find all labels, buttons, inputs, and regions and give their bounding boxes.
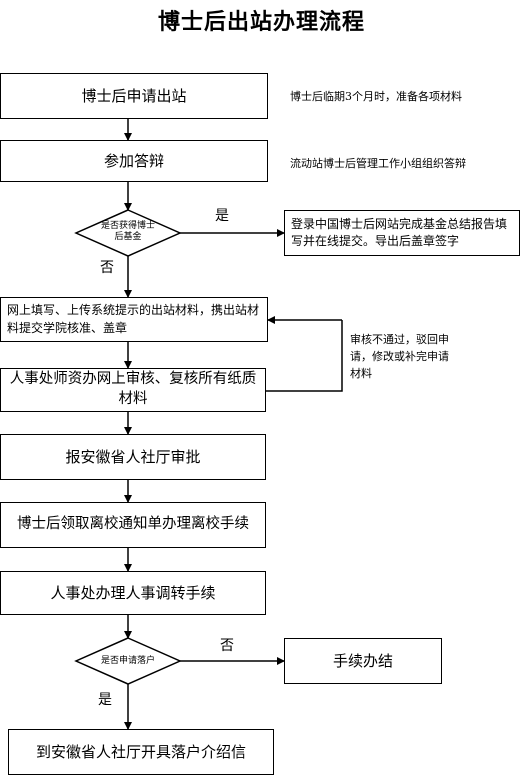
page-title: 博士后出站办理流程 bbox=[157, 9, 365, 35]
reject-loop-line bbox=[266, 320, 343, 392]
node-defense: 参加答辩 bbox=[0, 140, 268, 182]
node-online-fill: 网上填写、上传系统提示的出站材料，携出站材料提交学院核准、盖章 bbox=[0, 297, 268, 342]
node-done: 手续办结 bbox=[284, 638, 442, 684]
note-reject: 审核不通过，驳回申请，修改或补完申请材料 bbox=[350, 333, 449, 381]
node-hr-review: 人事处师资办网上审核、复核所有纸质材料 bbox=[0, 368, 266, 412]
node-province-approve: 报安徽省人社厅审批 bbox=[0, 434, 266, 480]
node-apply: 博士后申请出站 bbox=[0, 73, 268, 119]
node-settle-letter: 到安徽省人社厅开具落户介绍信 bbox=[8, 729, 274, 775]
edge-label-fund-no: 否 bbox=[100, 260, 114, 276]
edge-label-fund-yes: 是 bbox=[215, 208, 229, 224]
node-hr-transfer: 人事处办理人事调转手续 bbox=[0, 571, 266, 615]
node-fund-report: 登录中国博士后网站完成基金总结报告填写并在线提交。导出后盖章签字 bbox=[284, 210, 520, 256]
edge-label-settle-no: 否 bbox=[220, 638, 234, 654]
note-apply: 博士后临期3个月时，准备各项材料 bbox=[290, 90, 462, 103]
label-fund-decision: 是否获得博士后基金 bbox=[100, 221, 155, 243]
node-leave-notice: 博士后领取离校通知单办理离校手续 bbox=[0, 502, 266, 548]
edge-label-settle-yes: 是 bbox=[98, 692, 112, 708]
note-defense: 流动站博士后管理工作小组组织答辩 bbox=[290, 157, 466, 170]
label-settle-decision: 是否申请落户 bbox=[100, 656, 155, 666]
